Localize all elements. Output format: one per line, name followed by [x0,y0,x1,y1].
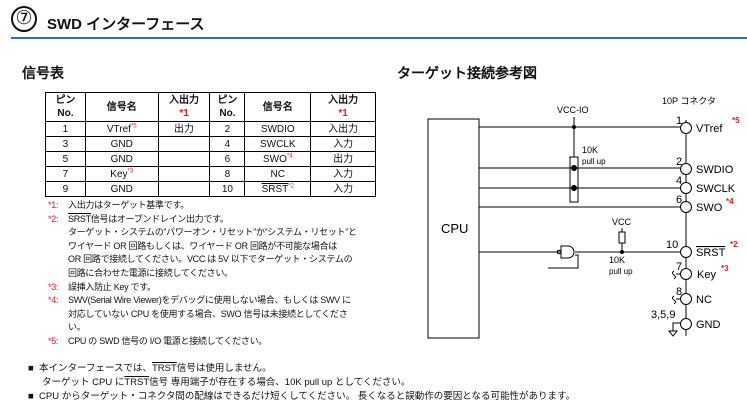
note-3: *3:誤挿入防止 Key です。 [48,281,156,292]
note-2-line: ターゲット・システムの”パワーオン・リセット”か”システム・リセット”と [68,227,357,238]
note-2-line: ワイヤード OR 回路もしくは、ワイヤード OR 回路が不可能な場合は [68,240,337,251]
svg-text:2: 2 [676,156,682,168]
note-4-line: い。 [68,322,86,333]
vcc-io-label: VCC-IO [557,105,589,115]
note-2-line: OR 回路で接続してください。VCC は 5V 以下でターゲット・システムの [68,254,353,265]
svg-text:4: 4 [676,175,682,187]
svg-text:SWCLK: SWCLK [696,183,736,195]
note-5: *5:CPU の SWD 信号の I/O 電源と接続してください。 [48,335,267,346]
footnotes: *1:入出力はターゲット基準です。 *2:SRST信号はオープンドレイン出力です… [48,199,425,349]
note-2-line: 回路に合わせた電源に接続してください。 [68,267,233,278]
svg-text:1: 1 [676,115,682,127]
signal-table-heading: 信号表 [22,65,64,81]
diagram-heading: ターゲット接続参考図 [397,65,537,81]
svg-text:NC: NC [696,294,712,306]
vcc-resistor [618,231,626,244]
note-4-line: 対応していない CPU を使用する場合、SWO 信号は未接続としてくださ [68,308,348,319]
svg-text:*4: *4 [726,197,734,206]
ground-icon [667,322,680,337]
svg-text:*5: *5 [732,116,740,125]
bullet-notes: ■ 本インターフェースでは、TRST信号は使用しません。 ターゲット CPU に… [28,363,575,402]
svg-text:6: 6 [676,194,682,206]
svg-text:8: 8 [676,286,682,298]
cpu-box [427,118,480,339]
svg-text:SWDIO: SWDIO [696,164,734,176]
svg-text:*2: *2 [730,240,738,249]
note-4: *4:SWV(Serial Wire Viewer)をデバッグに使用しない場合、… [48,295,351,306]
svg-text:Key: Key [697,269,716,281]
pullup-resistor-pack [569,156,579,203]
pullup-text: pull up [609,267,633,276]
svg-text:VTref: VTref [696,123,723,135]
pullup-text: pull up [582,157,606,166]
title-divider [11,37,747,39]
svg-text:*3: *3 [721,264,729,273]
note-2: *2:SRST信号はオープンドレイン出力です。 [48,213,229,224]
pullup-value: 10K [609,255,625,265]
svg-text:SWO: SWO [696,202,723,214]
note-1: *1:入出力はターゲット基準です。 [48,200,189,210]
pullup-value: 10K [582,145,598,155]
svg-text:GND: GND [696,319,721,331]
svg-text:7: 7 [676,261,682,273]
page-title: SWD インターフェース [47,16,205,33]
svg-text:3,5,9: 3,5,9 [651,309,675,321]
col-io: 入出力*1 [310,92,376,122]
cpu-label: CPU [441,221,468,236]
svg-text:10: 10 [666,239,678,251]
connector-label: 10P コネクタ [662,96,716,106]
svg-text:SRST: SRST [696,247,726,259]
or-gate [560,245,575,259]
section-number: ⑦ [11,6,37,32]
col-io: 入出力*1 [157,92,211,122]
col-signal: 信号名 [244,92,312,122]
vcc-label: VCC [612,217,632,227]
